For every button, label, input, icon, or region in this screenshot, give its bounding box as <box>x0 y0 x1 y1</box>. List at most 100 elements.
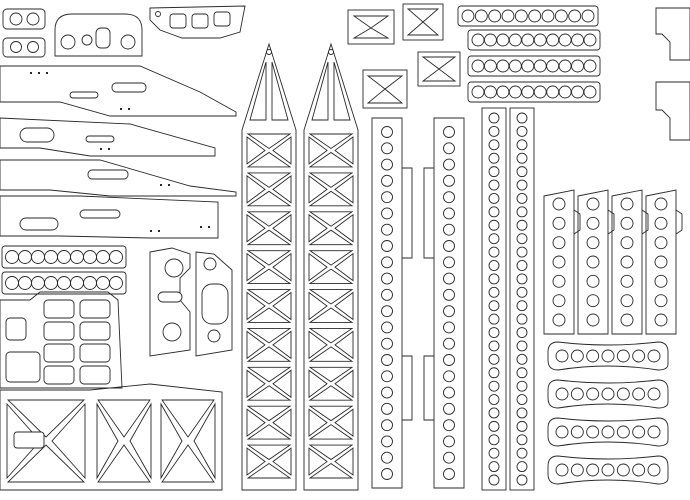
hole <box>601 349 615 363</box>
hole <box>533 85 547 99</box>
truss-triangle <box>246 444 292 461</box>
truss-triangle <box>334 213 354 243</box>
hole <box>70 276 84 290</box>
hole <box>508 33 522 47</box>
hole <box>443 142 455 155</box>
truss-triangle <box>334 252 354 282</box>
hole <box>654 313 668 327</box>
floor-triangle <box>129 402 152 480</box>
hole <box>616 425 630 439</box>
hole <box>555 463 569 477</box>
hole <box>381 223 393 236</box>
floor-triangle <box>97 399 151 438</box>
truss-triangle <box>308 291 328 321</box>
hole <box>516 327 528 338</box>
corner-hook-1 <box>655 7 690 61</box>
truss-triangle <box>246 405 292 422</box>
hole <box>654 274 668 288</box>
side-arm-1 <box>0 65 237 117</box>
drill-mark <box>208 226 210 228</box>
hole <box>381 191 393 204</box>
truss-triangle <box>308 463 354 479</box>
link-plate-outline <box>577 189 609 335</box>
hole <box>381 272 393 285</box>
truss-triangle <box>272 330 292 360</box>
hole <box>57 276 71 290</box>
hole <box>443 451 455 464</box>
pocket <box>5 317 27 341</box>
hole <box>381 435 393 448</box>
wing-plate-outline <box>547 455 669 485</box>
hole <box>508 85 522 99</box>
hole <box>647 387 661 401</box>
hole <box>632 349 646 363</box>
truss-triangle <box>272 174 292 204</box>
hole <box>632 463 646 477</box>
cross-brace-small-4 <box>417 51 461 87</box>
center-bracket-1 <box>149 247 191 357</box>
truss-outline <box>303 42 359 491</box>
hole <box>83 250 97 264</box>
drill-mark <box>30 72 32 74</box>
perforated-rail-1 <box>371 117 413 489</box>
hole <box>558 59 572 73</box>
truss-triangle <box>246 133 292 149</box>
truss-triangle <box>308 133 354 149</box>
hole <box>443 174 455 187</box>
hole <box>488 394 500 406</box>
hole <box>96 250 110 264</box>
hole <box>516 246 528 258</box>
hole <box>647 463 661 477</box>
hole <box>586 216 600 230</box>
hole <box>601 387 615 401</box>
drill-mark <box>108 148 110 150</box>
hole <box>443 256 455 269</box>
hole <box>488 367 500 379</box>
hole <box>616 387 630 401</box>
hanger-hole <box>266 49 272 55</box>
cross-brace-small-3 <box>362 69 408 109</box>
hole <box>488 260 500 271</box>
top-hole-bar-outline <box>457 5 599 27</box>
hole <box>570 463 584 477</box>
truss-triangle <box>272 136 292 165</box>
hole <box>488 166 500 178</box>
hole <box>443 288 455 301</box>
truss-triangle <box>246 408 266 438</box>
hole <box>488 447 500 459</box>
truss-triangle <box>308 289 354 305</box>
hole <box>381 256 393 269</box>
rail-tab <box>423 167 434 259</box>
floor-triangle <box>193 402 216 480</box>
hole <box>516 206 528 218</box>
hole <box>488 420 500 432</box>
hole <box>18 276 32 290</box>
hole <box>647 425 661 439</box>
hole <box>620 294 634 308</box>
hole <box>516 313 528 325</box>
hole <box>96 276 110 290</box>
truss-triangle <box>308 136 328 165</box>
bottom-hole-bar-outline <box>1 271 127 295</box>
side-arm-2 <box>0 117 216 157</box>
drill-mark <box>120 108 122 110</box>
hole <box>586 236 600 250</box>
truss-triangle <box>246 250 292 266</box>
truss-triangle <box>246 151 292 168</box>
hole <box>443 223 455 236</box>
hole <box>496 85 510 99</box>
hole <box>533 59 547 73</box>
hole <box>516 260 528 271</box>
hole <box>586 274 600 288</box>
truss-triangle <box>308 250 354 266</box>
hole <box>381 419 393 432</box>
hole <box>381 126 393 138</box>
hole <box>620 274 634 288</box>
truss-triangle <box>308 174 328 204</box>
hole <box>83 276 97 290</box>
hole <box>31 250 45 264</box>
truss-triangle <box>246 424 292 440</box>
drill-mark <box>46 72 48 74</box>
hole <box>461 9 475 23</box>
